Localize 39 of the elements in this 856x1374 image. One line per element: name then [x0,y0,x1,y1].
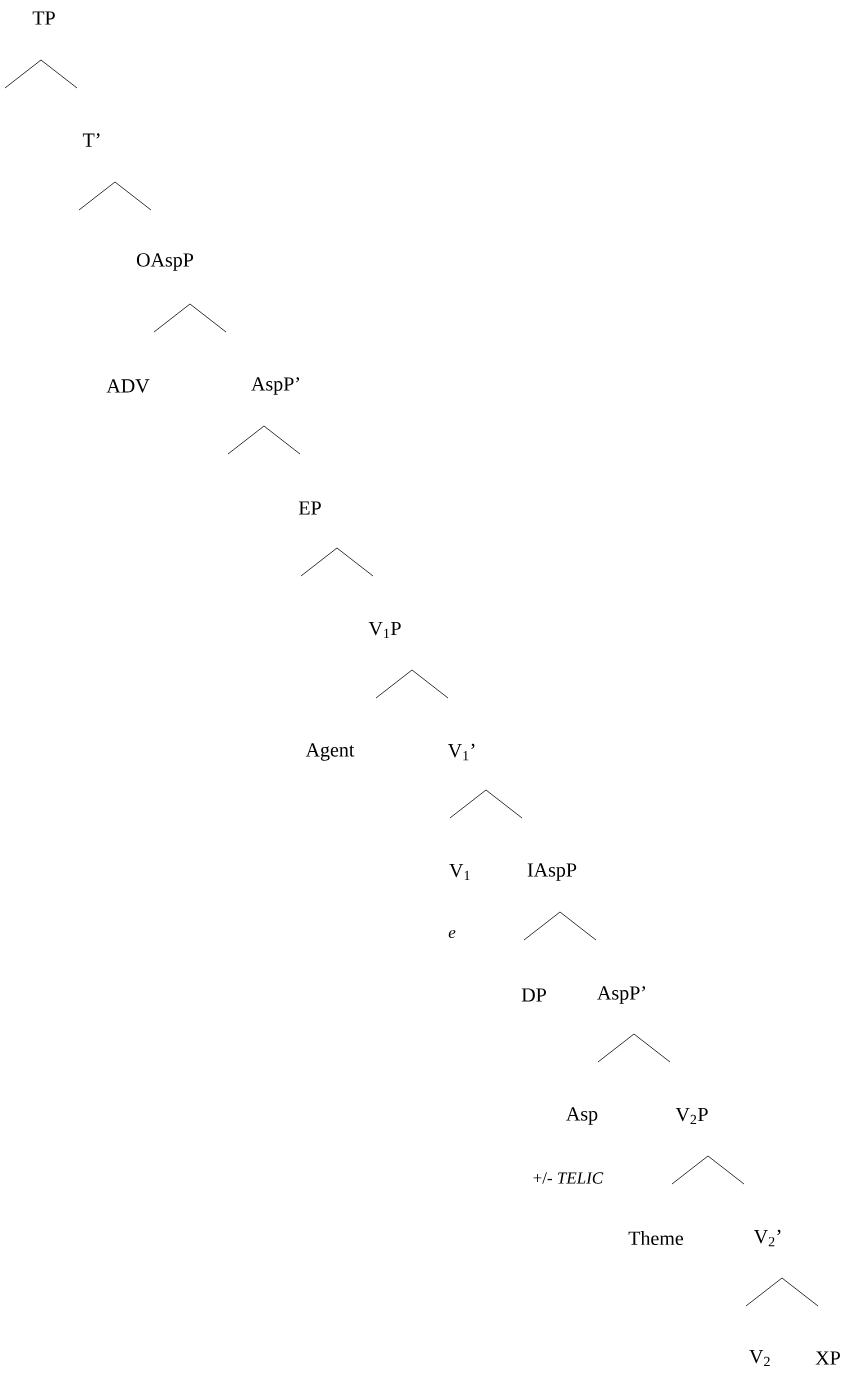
tree-label: Agent [305,743,355,761]
branch-line [114,181,152,211]
branch-line [153,303,191,333]
branch-line [745,1277,783,1307]
branch-line [633,1033,671,1063]
branch-line [559,911,597,941]
tree-label: V$_{2}$ [749,1349,770,1367]
branch-line [485,789,523,819]
tree-label: IAspP [527,863,577,881]
branch-line [781,1277,819,1307]
tree-label: Asp [566,1107,598,1125]
tree-label: V$_{1}$’ [447,743,475,761]
branch-line [671,1155,709,1185]
tree-label: DP [521,988,546,1002]
branch-line [375,669,413,699]
branch-line [411,669,449,699]
tree-label: Theme [628,1230,684,1246]
tree-label: AspP’ [251,377,300,395]
branch-line [707,1155,745,1185]
tree-label: OAspP [136,253,194,271]
tree-label: V$_{2}$P [675,1107,708,1125]
branch-line [597,1033,635,1063]
branch-line [40,59,78,89]
branch-line [336,547,374,577]
tree-label: XP [815,1351,840,1365]
branch-line [523,911,561,941]
tree-label: V$_{2}$’ [753,1229,781,1247]
branch-line [189,303,227,333]
branch-line [263,425,301,455]
tree-label: V$_{1}$ [449,863,470,881]
feature-label: +/- TELIC [533,1172,604,1184]
tree-label: T’ [82,133,100,147]
branch-line [449,789,487,819]
feature-label: e [448,929,456,939]
tree-label: AspP’ [597,986,646,1004]
tree-label: EP [298,501,321,515]
tree-label: V$_{1}$P [368,621,401,639]
tree-label: ADV [106,379,150,393]
tree-label: TP [32,11,55,25]
